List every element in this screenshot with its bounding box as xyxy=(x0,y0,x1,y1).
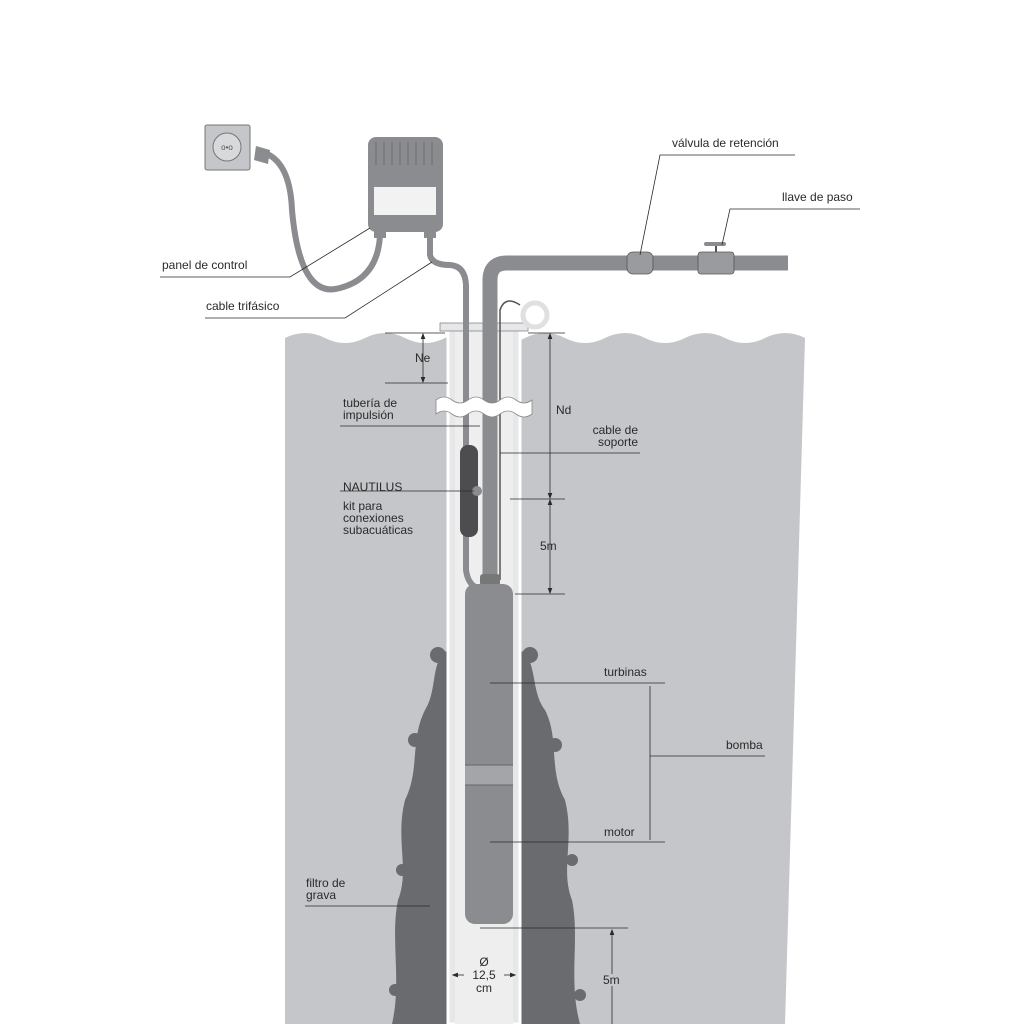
label-valvula-retencion: válvula de retención xyxy=(672,136,779,150)
control-panel-box xyxy=(368,137,443,238)
label-diameter-value: 12,5 xyxy=(472,968,496,982)
label-nautilus: NAUTILUS xyxy=(343,480,403,494)
wall-socket: o•o xyxy=(204,124,251,171)
svg-text:o•o: o•o xyxy=(221,143,233,152)
leader-lines xyxy=(160,154,860,1024)
section-break xyxy=(435,396,533,418)
label-filtro-grava: filtro de grava xyxy=(306,876,346,902)
label-cable-trifasico: cable trifásico xyxy=(206,299,280,313)
check-valve-graphic xyxy=(626,251,654,275)
label-motor: motor xyxy=(604,825,635,839)
label-panel-de-control: panel de control xyxy=(162,258,248,272)
stop-valve-graphic xyxy=(697,242,735,275)
label-5m-bottom: 5m xyxy=(603,973,620,987)
label-ne: Ne xyxy=(415,351,431,365)
gravel-filter xyxy=(389,647,586,1024)
label-kit-conexiones: kit para conexiones subacuáticas xyxy=(343,499,414,537)
discharge-pipe xyxy=(482,255,788,580)
label-diameter-unit: cm xyxy=(476,981,492,995)
label-nd: Nd xyxy=(556,403,572,417)
label-diameter-symbol: Ø xyxy=(479,955,489,969)
three-phase-cable xyxy=(427,238,469,450)
pump xyxy=(465,574,513,924)
support-cable xyxy=(499,300,521,580)
label-cable-soporte: cable de soporte xyxy=(592,423,638,449)
label-turbinas: turbinas xyxy=(604,665,647,679)
label-llave-de-paso: llave de paso xyxy=(782,190,853,204)
label-tuberia-impulsion: tubería de impulsión xyxy=(343,396,398,422)
label-bomba: bomba xyxy=(726,738,763,752)
label-5m-top: 5m xyxy=(540,539,557,553)
power-cord xyxy=(260,149,383,293)
